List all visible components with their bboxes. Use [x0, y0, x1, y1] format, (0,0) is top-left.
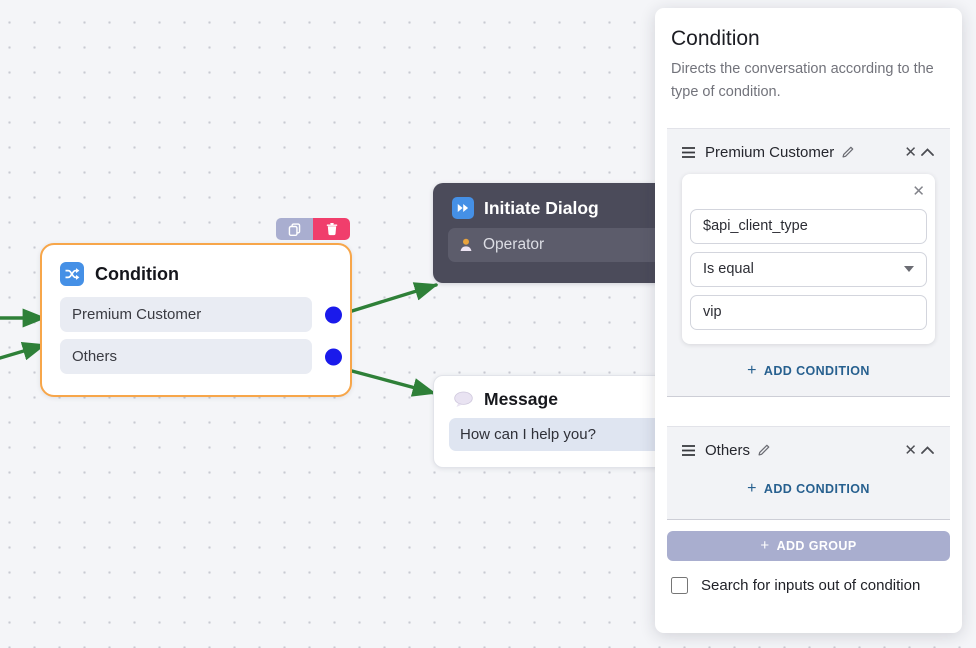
operator-icon [458, 237, 474, 253]
plus-icon: + [760, 537, 770, 555]
initiate-dialog-node[interactable]: Initiate Dialog Operator [433, 183, 693, 283]
edge-premium-to-dialog [350, 282, 439, 313]
connection-port-others[interactable] [325, 348, 342, 365]
panel-description: Directs the conversation according to th… [671, 61, 934, 101]
remove-condition-button[interactable]: ✕ [910, 182, 927, 201]
speech-bubble-icon [453, 391, 474, 408]
operator-label: Operator [483, 236, 545, 253]
message-text: How can I help you? [460, 426, 596, 443]
remove-group-button[interactable]: ✕ [902, 441, 919, 460]
group-name: Others [705, 441, 751, 459]
branch-premium-customer[interactable]: Premium Customer [60, 297, 342, 332]
condition-card: ✕ Is equal [682, 173, 935, 344]
condition-properties-panel: Condition Directs the conversation accor… [655, 8, 962, 633]
dropdown-caret-icon [904, 266, 914, 273]
node-toolbar [276, 218, 350, 240]
chevron-up-icon [921, 446, 934, 455]
edit-icon[interactable] [841, 145, 855, 159]
message-text-row[interactable]: How can I help you? [449, 418, 678, 451]
message-node[interactable]: Message How can I help you? [433, 375, 693, 468]
add-condition-button[interactable]: + ADD CONDITION [681, 479, 936, 497]
branch-label: Premium Customer [72, 306, 202, 323]
fast-forward-icon [452, 197, 474, 219]
search-out-of-condition-row: Search for inputs out of condition [671, 576, 946, 594]
condition-value-input[interactable] [690, 294, 927, 330]
chevron-up-icon [921, 148, 934, 157]
plus-icon: + [747, 479, 757, 497]
condition-variable-input[interactable] [690, 208, 927, 244]
panel-title: Condition [671, 27, 760, 50]
branch-others[interactable]: Others [60, 339, 342, 374]
condition-node[interactable]: Condition Premium Customer Others [40, 243, 352, 397]
condition-node-title: Condition [95, 263, 179, 284]
edge-incoming-2 [0, 341, 47, 361]
shuffle-icon [60, 262, 84, 286]
close-icon: ✕ [904, 143, 917, 161]
connection-port-premium[interactable] [325, 306, 342, 323]
drag-handle-icon[interactable] [681, 444, 696, 457]
group-premium-customer: Premium Customer ✕ ✕ [667, 127, 950, 397]
remove-group-button[interactable]: ✕ [902, 143, 919, 162]
close-icon: ✕ [912, 182, 925, 200]
group-name: Premium Customer [705, 143, 835, 161]
plus-icon: + [747, 361, 757, 379]
search-checkbox-label: Search for inputs out of condition [701, 576, 921, 594]
condition-operator-select[interactable]: Is equal [690, 251, 927, 287]
search-out-of-condition-checkbox[interactable] [671, 576, 688, 594]
edit-icon[interactable] [757, 443, 771, 457]
operator-value: Is equal [703, 261, 754, 278]
initiate-dialog-title: Initiate Dialog [484, 197, 599, 218]
collapse-group-button[interactable] [919, 444, 936, 456]
close-icon: ✕ [904, 441, 917, 459]
edge-others-to-message [350, 369, 437, 397]
duplicate-node-button[interactable] [276, 218, 313, 240]
message-node-title: Message [484, 389, 558, 409]
trash-icon [325, 222, 339, 236]
copy-icon [287, 222, 302, 237]
add-group-button[interactable]: + ADD GROUP [667, 530, 950, 561]
group-others: Others ✕ + ADD CONDITION [667, 425, 950, 520]
branch-label: Others [72, 348, 118, 365]
add-condition-button[interactable]: + ADD CONDITION [681, 361, 936, 379]
collapse-group-button[interactable] [919, 146, 936, 158]
operator-row[interactable]: Operator [448, 228, 679, 262]
drag-handle-icon[interactable] [681, 146, 696, 159]
delete-node-button[interactable] [313, 218, 350, 240]
